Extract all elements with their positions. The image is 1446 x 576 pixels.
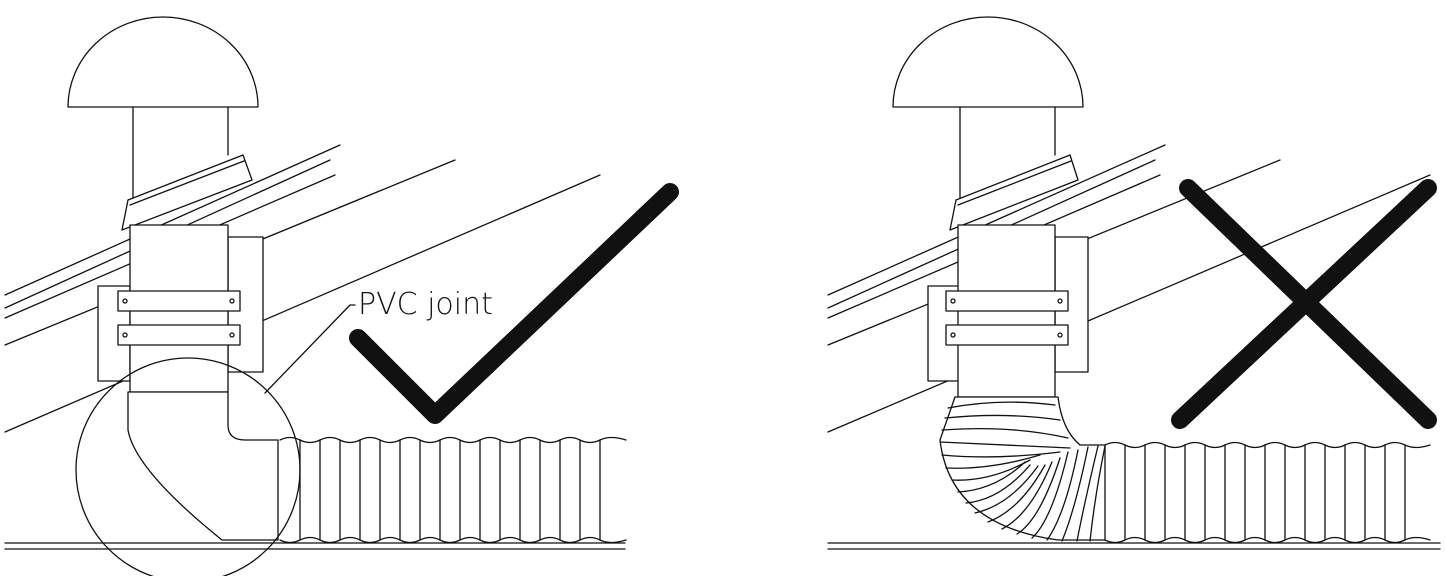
vent-pipe: [959, 106, 1056, 201]
ceiling-lines: [4, 542, 626, 550]
vent-cap: [892, 16, 1084, 108]
incorrect-installation-panel: [827, 16, 1441, 550]
roof-lines: [4, 144, 601, 433]
clamp-straps: [945, 290, 1069, 346]
flexible-duct: [279, 436, 627, 544]
callout-circle: [75, 357, 301, 576]
ceiling-lines: [827, 542, 1441, 550]
pvc-elbow: [127, 391, 279, 541]
roof-flashing: [949, 154, 1079, 231]
vent-pipe: [132, 106, 229, 201]
vent-cap: [67, 16, 259, 108]
flexible-duct: [1104, 441, 1431, 544]
bent-flexible-duct: [939, 396, 1106, 542]
correct-installation-panel: [4, 16, 627, 576]
callout-label: PVC joint: [358, 287, 493, 322]
roof-lines: [827, 144, 1431, 433]
cross-mark: [1171, 179, 1437, 429]
check-mark: [349, 183, 679, 424]
roof-flashing: [121, 154, 253, 231]
callout-leader: [264, 304, 356, 394]
clamp-straps: [117, 290, 241, 346]
